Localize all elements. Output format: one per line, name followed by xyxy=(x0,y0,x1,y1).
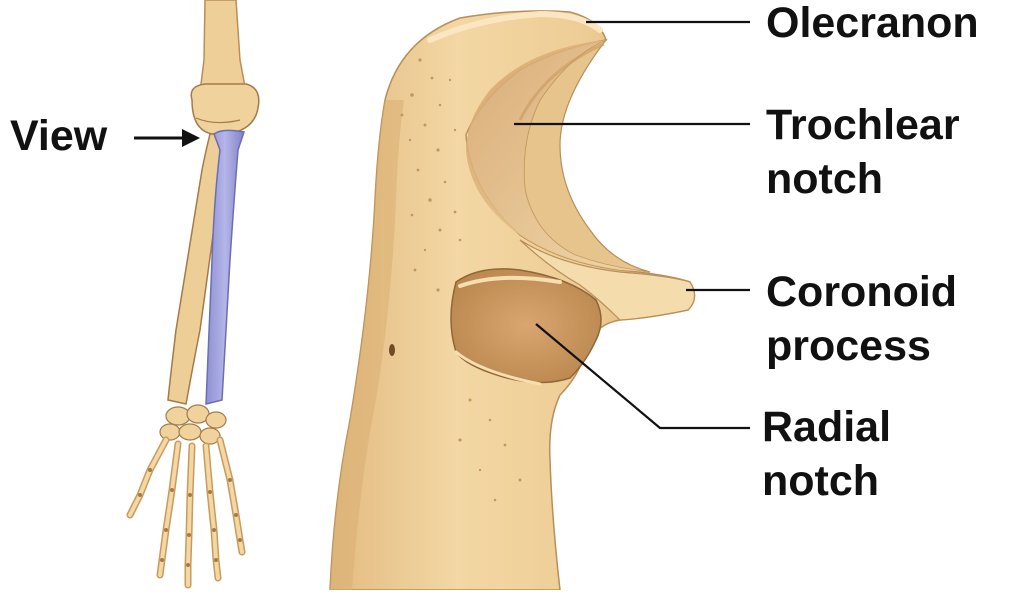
label-olecranon: Olecranon xyxy=(766,0,979,50)
nutrient-foramen xyxy=(389,344,395,356)
label-view: View xyxy=(10,109,107,163)
view-arrow xyxy=(134,129,200,147)
humerus-shaft xyxy=(200,0,246,92)
label-radial-notch: Radial notch xyxy=(762,400,891,508)
carpal-bones xyxy=(160,405,226,444)
elbow-joint xyxy=(191,84,259,134)
ulna-proximal-closeup xyxy=(330,11,695,590)
label-trochlear-notch: Trochlear notch xyxy=(766,98,960,206)
label-coronoid-process: Coronoid process xyxy=(766,265,957,373)
forearm-skeleton xyxy=(130,0,259,585)
